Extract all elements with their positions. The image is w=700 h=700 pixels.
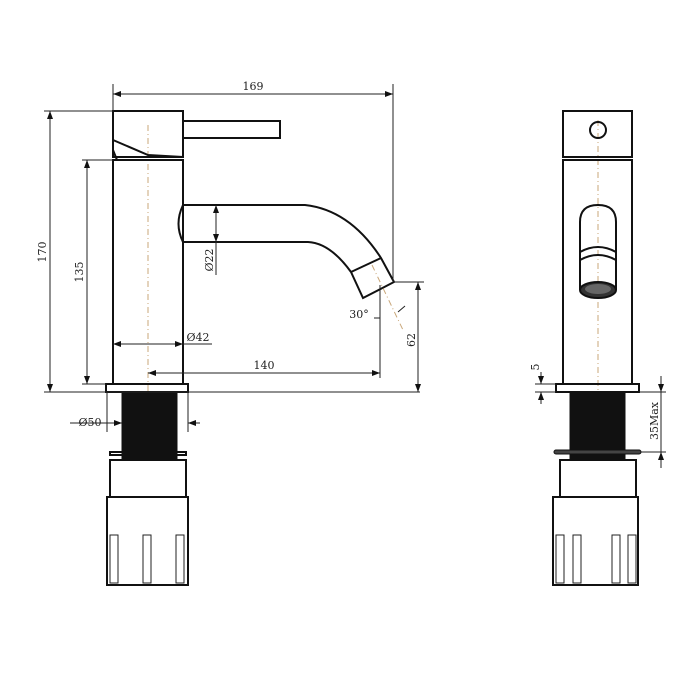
lever-end xyxy=(589,121,607,139)
front-handle-block xyxy=(562,110,633,158)
side-nut-slots xyxy=(109,534,185,584)
aerator-inner xyxy=(585,284,611,294)
dim-169-label: 169 xyxy=(243,80,264,93)
spout xyxy=(177,204,396,300)
front-spout xyxy=(579,203,617,290)
dim-5-label: 5 xyxy=(529,364,542,371)
front-spout-band xyxy=(579,246,617,261)
outlet-centerline xyxy=(371,264,404,331)
handle-bevel xyxy=(112,139,184,161)
front-nut-lower xyxy=(552,496,639,586)
lever xyxy=(182,120,281,139)
dim-170-label: 170 xyxy=(36,242,49,263)
dim-35max-label: 35Max xyxy=(648,401,661,440)
side-threaded-stem xyxy=(121,391,178,461)
front-view xyxy=(552,110,642,586)
front-nut-upper xyxy=(559,459,637,498)
front-nut-slots xyxy=(555,534,637,584)
angle-arrows xyxy=(374,305,406,319)
spout-outlet-band xyxy=(350,257,382,273)
side-nut-lower xyxy=(106,496,189,586)
side-dimensions: 169 170 135 Ø22 Ø42 140 62 30° Ø50 xyxy=(36,80,424,432)
dim-30-label: 30° xyxy=(349,308,369,321)
dim-62-label: 62 xyxy=(405,333,418,347)
side-view xyxy=(105,110,404,586)
dim-22-label: Ø22 xyxy=(203,248,216,271)
side-nut-upper xyxy=(109,459,187,498)
front-threaded-stem xyxy=(569,391,626,461)
dim-140-label: 140 xyxy=(254,359,275,372)
front-washer xyxy=(553,449,642,455)
dim-50-label: Ø50 xyxy=(78,416,101,429)
dim-135-label: 135 xyxy=(73,262,86,283)
side-washer xyxy=(109,451,187,456)
side-base-plate xyxy=(105,383,189,393)
dim-42-label: Ø42 xyxy=(186,331,209,344)
front-dimensions: 5 35Max xyxy=(529,364,666,468)
